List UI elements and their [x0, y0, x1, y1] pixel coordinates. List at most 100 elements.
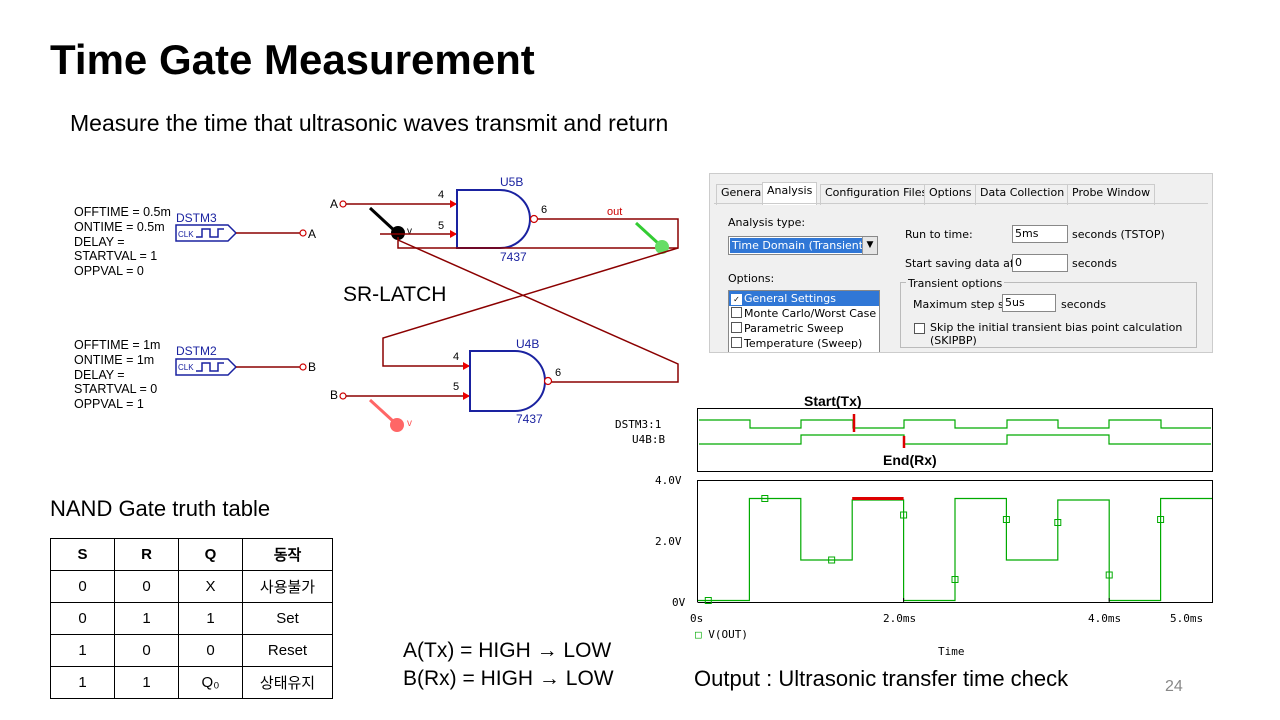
table-cell: 0	[178, 634, 243, 667]
series-point-marker	[1002, 516, 1010, 523]
table-row: 0 0 X 사용불가	[50, 570, 333, 603]
table-cell: 0	[114, 634, 179, 667]
max-step-unit: seconds	[1061, 298, 1106, 311]
dstm3-clk-label: CLK	[178, 230, 194, 239]
gate1-pin-a: 4	[438, 189, 444, 201]
stim2-param-line: STARTVAL = 0	[74, 382, 158, 397]
series-point-marker	[828, 556, 836, 564]
table-row: 1 1 Q₀ 상태유지	[50, 666, 333, 699]
table-cell: X	[178, 570, 243, 603]
tab-probe-window[interactable]: Probe Window	[1067, 184, 1156, 205]
tab-general[interactable]: General	[716, 184, 770, 205]
x-axis-label: Time	[938, 645, 965, 658]
tab-data-collection[interactable]: Data Collection	[975, 184, 1070, 205]
truth-table-title: NAND Gate truth table	[50, 496, 271, 521]
option-item-parametric-sweep[interactable]: Parametric Sweep	[729, 321, 879, 336]
analysis-type-select[interactable]: Time Domain (Transient) ▼	[728, 236, 878, 255]
start-tx-label: Start(Tx)	[804, 393, 862, 409]
table-cell: 0	[114, 570, 179, 603]
table-cell: 상태유지	[242, 666, 333, 699]
table-cell: Reset	[242, 634, 333, 667]
header-cell: S	[50, 538, 115, 571]
stim1-params: OFFTIME = 0.5m ONTIME = 0.5m DELAY = STA…	[74, 205, 171, 279]
stim1-param-line: OPPVAL = 0	[74, 264, 144, 279]
stim2-param-line: ONTIME = 1m	[74, 352, 155, 367]
option-label: Monte Carlo/Worst Case	[744, 307, 877, 320]
options-list: ✓General Settings Monte Carlo/Worst Case…	[728, 290, 880, 352]
digital-signal-label: U4B:B	[632, 433, 666, 446]
series-point-marker	[704, 597, 712, 604]
option-item-general-settings[interactable]: ✓General Settings	[729, 291, 879, 306]
gate2-pin-a: 4	[453, 351, 459, 363]
transient-options-group	[900, 282, 1197, 348]
subtitle: Measure the time that ultrasonic waves t…	[70, 110, 669, 136]
x-tick-label: 0s	[690, 612, 704, 625]
stim2-param-line: DELAY =	[74, 367, 125, 382]
run-to-input[interactable]: 5ms	[1012, 225, 1068, 243]
simulation-settings-dialog: General Analysis Configuration Files Opt…	[709, 173, 1213, 353]
option-label: Parametric Sweep	[744, 322, 844, 335]
legend-label: V(OUT)	[708, 628, 748, 641]
equation-tx: A(Tx) = HIGH → LOW	[403, 639, 612, 662]
option-item-monte-carlo[interactable]: Monte Carlo/Worst Case	[729, 306, 879, 321]
equation-rx: B(Rx) = HIGH → LOW	[403, 667, 614, 690]
stim1-param-line: DELAY =	[74, 234, 125, 249]
table-row: 1 0 0 Reset	[50, 634, 333, 667]
series-point-marker	[1105, 571, 1113, 579]
header-cell: R	[114, 538, 179, 571]
run-to-label: Run to time:	[905, 228, 973, 241]
option-item-temperature-sweep[interactable]: Temperature (Sweep)	[729, 336, 879, 351]
gate2-part: 7437	[516, 412, 543, 426]
table-cell: 1	[50, 634, 115, 667]
sr-latch-schematic: CLK DSTM3 A CLK DSTM2 B A v 4 5 U5B 7437…	[175, 175, 679, 432]
table-cell: 1	[114, 602, 179, 635]
start-save-label: Start saving data after:	[905, 257, 1033, 270]
dstm2-source: CLK DSTM2 B	[175, 344, 316, 376]
x-tick-label: 2.0ms	[883, 612, 917, 625]
page-number: 24	[1165, 678, 1183, 695]
max-step-input[interactable]: 5us	[1002, 294, 1056, 312]
stim2-param-line: OFFTIME = 1m	[74, 338, 161, 352]
stim1-param-line: STARTVAL = 1	[74, 249, 158, 264]
dstm3-trace	[699, 419, 1211, 429]
table-cell: Set	[242, 602, 333, 635]
end-rx-label: End(Rx)	[883, 452, 937, 468]
checkbox-icon[interactable]	[731, 337, 742, 348]
tab-analysis[interactable]: Analysis	[762, 182, 818, 205]
x-tick-label: 4.0ms	[1088, 612, 1122, 625]
analysis-type-value: Time Domain (Transient)	[730, 238, 870, 253]
checkbox-checked-icon[interactable]: ✓	[731, 294, 742, 305]
header-cell: 동작	[242, 538, 333, 571]
chevron-down-icon[interactable]: ▼	[862, 237, 877, 254]
table-cell: 0	[50, 570, 115, 603]
voltage-probe-icon	[391, 226, 405, 240]
page-title: Time Gate Measurement	[50, 36, 535, 83]
tab-options[interactable]: Options	[924, 184, 977, 205]
digital-waveform-panel	[697, 408, 1213, 472]
input-a-label: A	[330, 197, 338, 211]
probe-v-label: v	[407, 226, 412, 237]
tab-configuration-files[interactable]: Configuration Files	[820, 184, 933, 205]
chart-caption: Output : Ultrasonic transfer time check	[694, 666, 1069, 691]
gate1-name: U5B	[500, 175, 523, 189]
dstm3-name: DSTM3	[176, 211, 217, 225]
transient-group-label: Transient options	[906, 277, 1005, 290]
series-point-marker	[1157, 516, 1165, 523]
table-cell: 0	[50, 602, 115, 635]
vout-chart	[697, 480, 1213, 604]
checkbox-icon[interactable]	[731, 322, 742, 333]
table-row: 0 1 1 Set	[50, 602, 333, 635]
skipbp-checkbox[interactable]	[914, 323, 925, 334]
stim2-param-line: OPPVAL = 1	[74, 397, 144, 412]
start-save-input[interactable]: 0	[1012, 254, 1068, 272]
option-label: Temperature (Sweep)	[744, 337, 863, 350]
checkbox-icon[interactable]	[731, 307, 742, 318]
truth-table: S R Q 동작 0 0 X 사용불가 0 1 1 Set 1 0 0 Rese…	[50, 538, 333, 699]
u4b-trace	[699, 434, 1211, 445]
nand-gate-u4b	[469, 350, 546, 412]
stim2-params: OFFTIME = 1m ONTIME = 1m DELAY = STARTVA…	[74, 338, 160, 412]
table-cell: Q₀	[178, 666, 243, 699]
input-b-label: B	[330, 388, 338, 402]
table-cell: 사용불가	[242, 570, 333, 603]
vout-series-line	[698, 497, 1212, 602]
